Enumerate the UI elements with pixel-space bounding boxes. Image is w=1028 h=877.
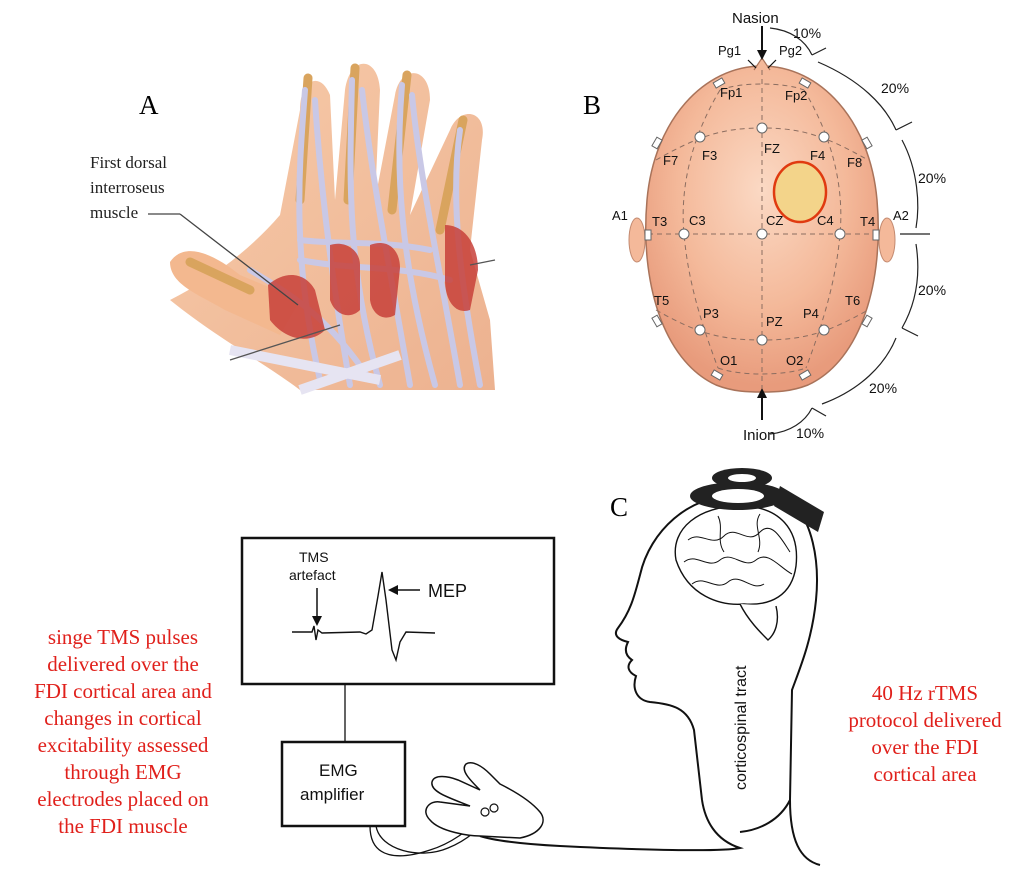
label-pct-r2: 20% [918, 170, 946, 186]
label-cz: CZ [766, 213, 783, 228]
emg-monitor [242, 538, 554, 684]
left-ear [629, 218, 645, 262]
right-note: 40 Hz rTMS protocol delivered over the F… [822, 680, 1028, 788]
panel-letter-c: C [610, 492, 628, 523]
label-c4: C4 [817, 213, 834, 228]
label-tract: corticospinal tract [733, 665, 750, 790]
label-nasion: Nasion [732, 10, 779, 27]
right-note-line: 40 Hz rTMS [822, 680, 1028, 707]
left-note-line: electrodes placed on [0, 786, 246, 813]
label-pz: PZ [766, 314, 783, 329]
electrode-c4 [835, 229, 845, 239]
label-f4: F4 [810, 148, 825, 163]
label-f3: F3 [702, 148, 717, 163]
emg-electrode-2 [490, 804, 498, 812]
right-ear [879, 218, 895, 262]
label-inion: Inion [743, 427, 776, 444]
hand-label-line1: First dorsal [90, 153, 167, 172]
label-fz: FZ [764, 141, 780, 156]
hand-illustration [170, 64, 495, 390]
left-note-line: through EMG [0, 759, 246, 786]
label-artefact: artefact [289, 567, 336, 583]
label-pct-bottom: 10% [796, 425, 824, 441]
label-pct-r1: 20% [881, 80, 909, 96]
label-o1: O1 [720, 353, 737, 368]
left-note-line: delivered over the [0, 651, 246, 678]
electrode-p4 [819, 325, 829, 335]
left-note-line: the FDI muscle [0, 813, 246, 840]
hand-label-line2: interroseus [90, 178, 165, 197]
electrode-pz [757, 335, 767, 345]
right-note-line: protocol delivered [822, 707, 1028, 734]
label-mep: MEP [428, 581, 467, 601]
right-note-line: over the FDI [822, 734, 1028, 761]
electrode-fz [757, 123, 767, 133]
electrode-f3 [695, 132, 705, 142]
label-t5: T5 [654, 293, 669, 308]
label-amplifier: amplifier [300, 785, 365, 804]
label-emg: EMG [319, 761, 358, 780]
electrode-c3 [679, 229, 689, 239]
brain [675, 506, 796, 640]
left-note-line: excitability assessed [0, 732, 246, 759]
right-note-line: cortical area [822, 761, 1028, 788]
label-p4: P4 [803, 306, 819, 321]
label-pct-top: 10% [793, 25, 821, 41]
label-t4: T4 [860, 214, 875, 229]
left-note-line: singe TMS pulses [0, 624, 246, 651]
label-fp2: Fp2 [785, 88, 807, 103]
emg-electrode-1 [481, 808, 489, 816]
label-t3: T3 [652, 214, 667, 229]
label-a2: A2 [893, 208, 909, 223]
panel-letter-a: A [139, 90, 159, 121]
hand-label-line3: muscle [90, 203, 138, 222]
label-pg1: Pg1 [718, 43, 741, 58]
label-pct-r3: 20% [918, 282, 946, 298]
left-note: singe TMS pulses delivered over the FDI … [0, 624, 246, 840]
label-a1: A1 [612, 208, 628, 223]
label-pct-r4: 20% [869, 380, 897, 396]
left-note-line: changes in cortical [0, 705, 246, 732]
label-p3: P3 [703, 306, 719, 321]
emg-amplifier [282, 742, 405, 826]
electrode-f4 [819, 132, 829, 142]
label-c3: C3 [689, 213, 706, 228]
label-t6: T6 [845, 293, 860, 308]
subject-hand [426, 763, 543, 838]
label-pg2: Pg2 [779, 43, 802, 58]
electrode-p3 [695, 325, 705, 335]
panel-letter-b: B [583, 90, 601, 121]
label-f7: F7 [663, 153, 678, 168]
label-tms: TMS [299, 549, 329, 565]
left-note-line: FDI cortical area and [0, 678, 246, 705]
label-fp1: Fp1 [720, 85, 742, 100]
label-f8: F8 [847, 155, 862, 170]
label-o2: O2 [786, 353, 803, 368]
electrode-cz [757, 229, 767, 239]
